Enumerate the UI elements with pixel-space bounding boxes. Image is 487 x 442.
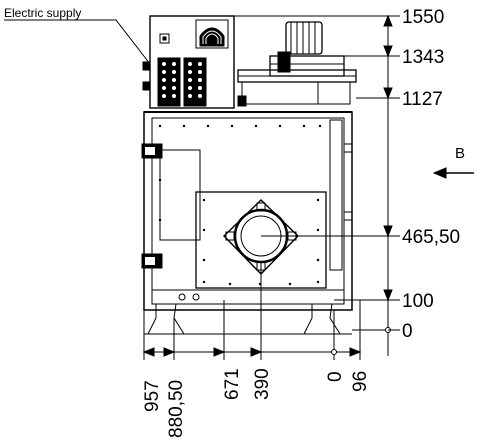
- width-dim-0: 0: [325, 371, 346, 382]
- width-dim-880-50: 880,50: [166, 380, 187, 438]
- width-dimension-lines: [142, 262, 362, 360]
- height-dimension-lines: [234, 14, 400, 356]
- view-marker-label: B: [455, 145, 465, 162]
- height-dim-465-50: 465,50: [402, 227, 460, 248]
- height-dim-100: 100: [402, 291, 434, 312]
- electric-supply-leader: [4, 19, 151, 65]
- electric-cabinet: [142, 15, 235, 109]
- motor-blower: [237, 21, 357, 107]
- base-frame: [144, 289, 352, 335]
- electric-supply-label: Electric supply: [4, 6, 81, 20]
- width-dim-957: 957: [142, 380, 163, 412]
- width-dim-671: 671: [222, 368, 243, 400]
- view-arrow: [432, 167, 474, 179]
- main-housing: [141, 111, 353, 311]
- width-dim-96: 96: [350, 371, 371, 392]
- width-dim-390: 390: [252, 368, 273, 400]
- height-dim-1550: 1550: [402, 7, 444, 28]
- height-dim-1343: 1343: [402, 47, 444, 68]
- height-dim-1127: 1127: [402, 89, 443, 110]
- height-dim-0: 0: [402, 321, 413, 342]
